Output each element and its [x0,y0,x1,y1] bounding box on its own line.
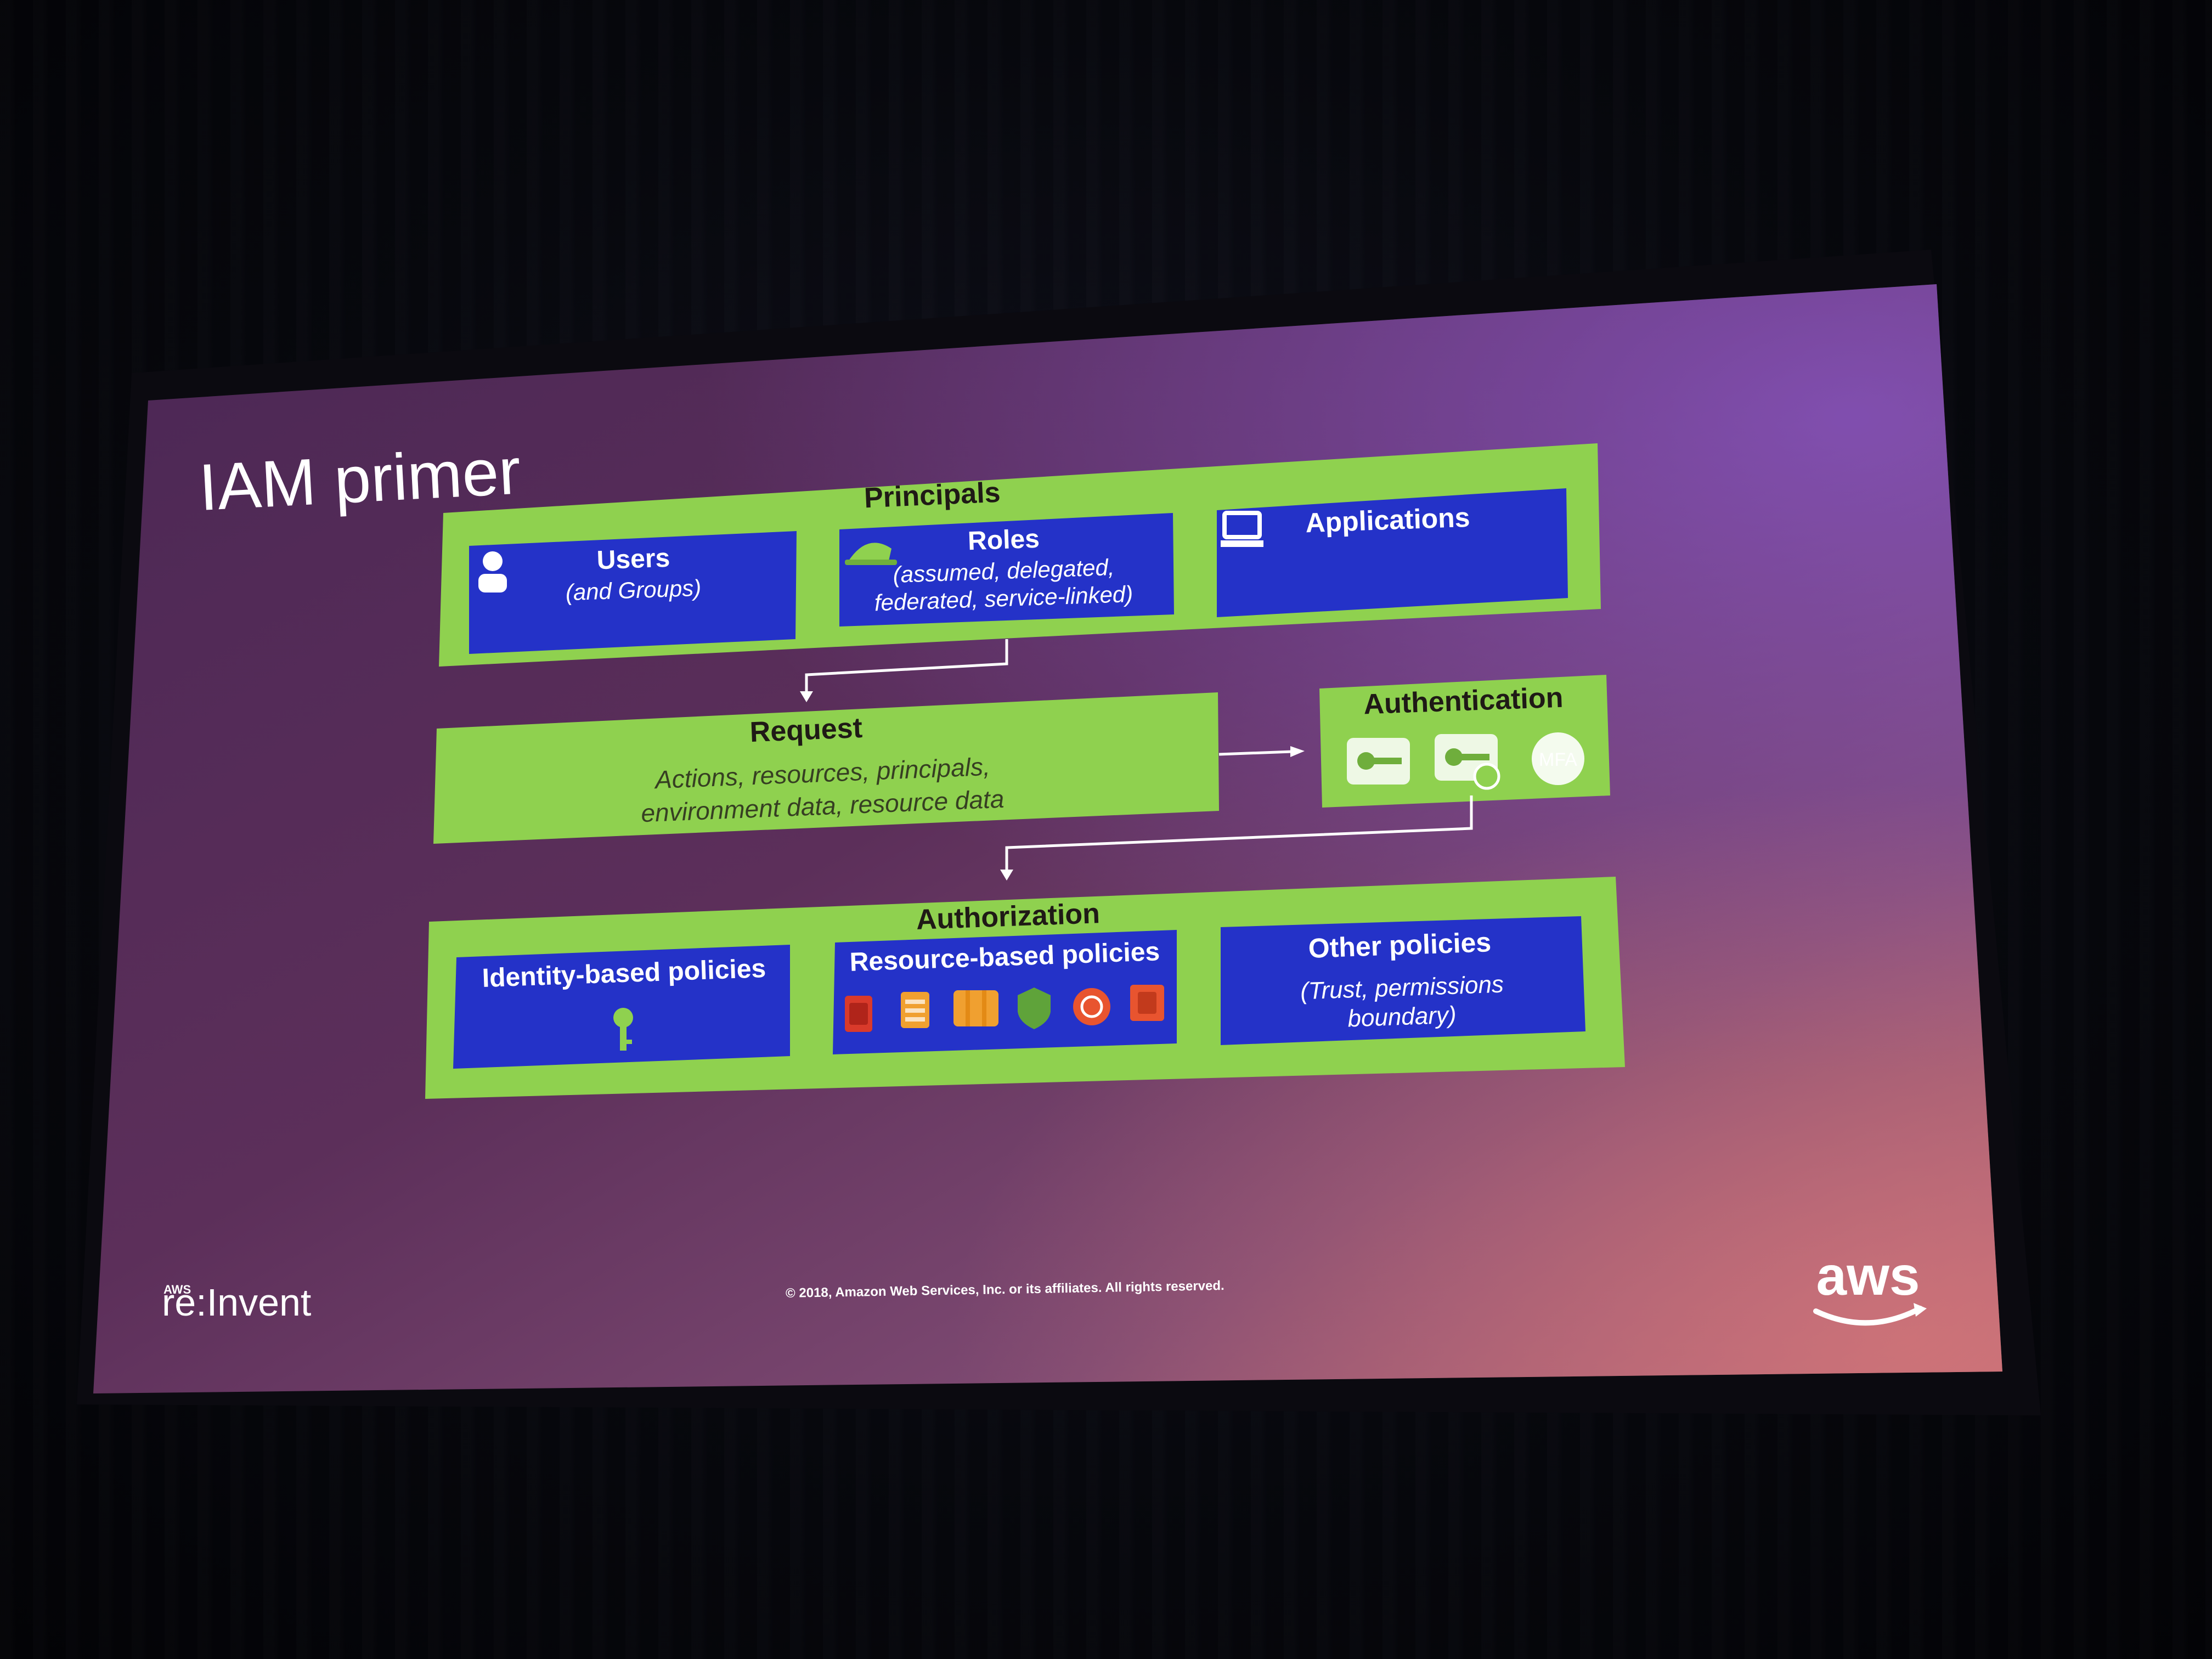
authorization-heading: Authorization [916,898,1101,936]
slide: IAM primer Principals Users (and Groups) [93,284,2002,1393]
other-policies-sublabel-2: boundary) [1347,1002,1457,1032]
sns-topic-icon [1073,988,1110,1025]
temporary-key-icon [1435,734,1500,790]
hard-hat-icon [845,543,897,565]
kms-key-icon [1018,988,1051,1029]
users-box: Users (and Groups) [469,531,797,654]
lambda-function-icon [1130,985,1164,1021]
aws-logo-text: aws [1816,1245,1920,1307]
mfa-icon: MFA [1532,732,1584,785]
connector-principals-request [800,639,1008,702]
user-icon [478,551,507,592]
other-policies-box: Other policies (Trust, permissions bound… [1221,916,1585,1045]
users-label: Users [596,544,670,575]
sqs-queue-icon [901,992,929,1028]
key-icon [613,1008,633,1051]
aws-logo: aws [1813,1245,1927,1326]
reinvent-logo-small: AWS [163,1283,191,1296]
principals-group: Principals Users (and Groups) Roles [439,443,1601,667]
slide-title: IAM primer [197,434,522,524]
principals-heading: Principals [864,477,1001,515]
other-policies-label: Other policies [1308,927,1492,964]
reinvent-logo: AWS re:Invent [162,1281,311,1324]
applications-label: Applications [1305,502,1471,538]
glacier-vault-icon [953,990,998,1026]
connector-authentication-authorization [1000,795,1473,881]
roles-label: Roles [967,524,1040,556]
authentication-heading: Authentication [1363,682,1564,721]
request-box: Request Actions, resources, principals, … [433,692,1219,844]
authorization-group: Authorization Identity-based policies Re… [425,877,1625,1099]
reinvent-logo-text: re:Invent [162,1281,311,1324]
resource-policies-box: Resource-based policies [833,930,1177,1054]
access-key-icon [1347,738,1410,785]
applications-box: Applications [1217,488,1568,617]
authentication-box: Authentication MFA [1319,675,1610,808]
users-sublabel: (and Groups) [565,575,702,606]
roles-box: Roles (assumed, delegated, federated, se… [839,513,1174,627]
s3-bucket-icon [845,996,872,1032]
connector-request-authentication [1218,746,1305,757]
laptop-icon [1221,511,1263,547]
request-heading: Request [749,712,863,748]
mfa-label: MFA [1539,749,1577,770]
identity-policies-box: Identity-based policies [453,945,790,1069]
